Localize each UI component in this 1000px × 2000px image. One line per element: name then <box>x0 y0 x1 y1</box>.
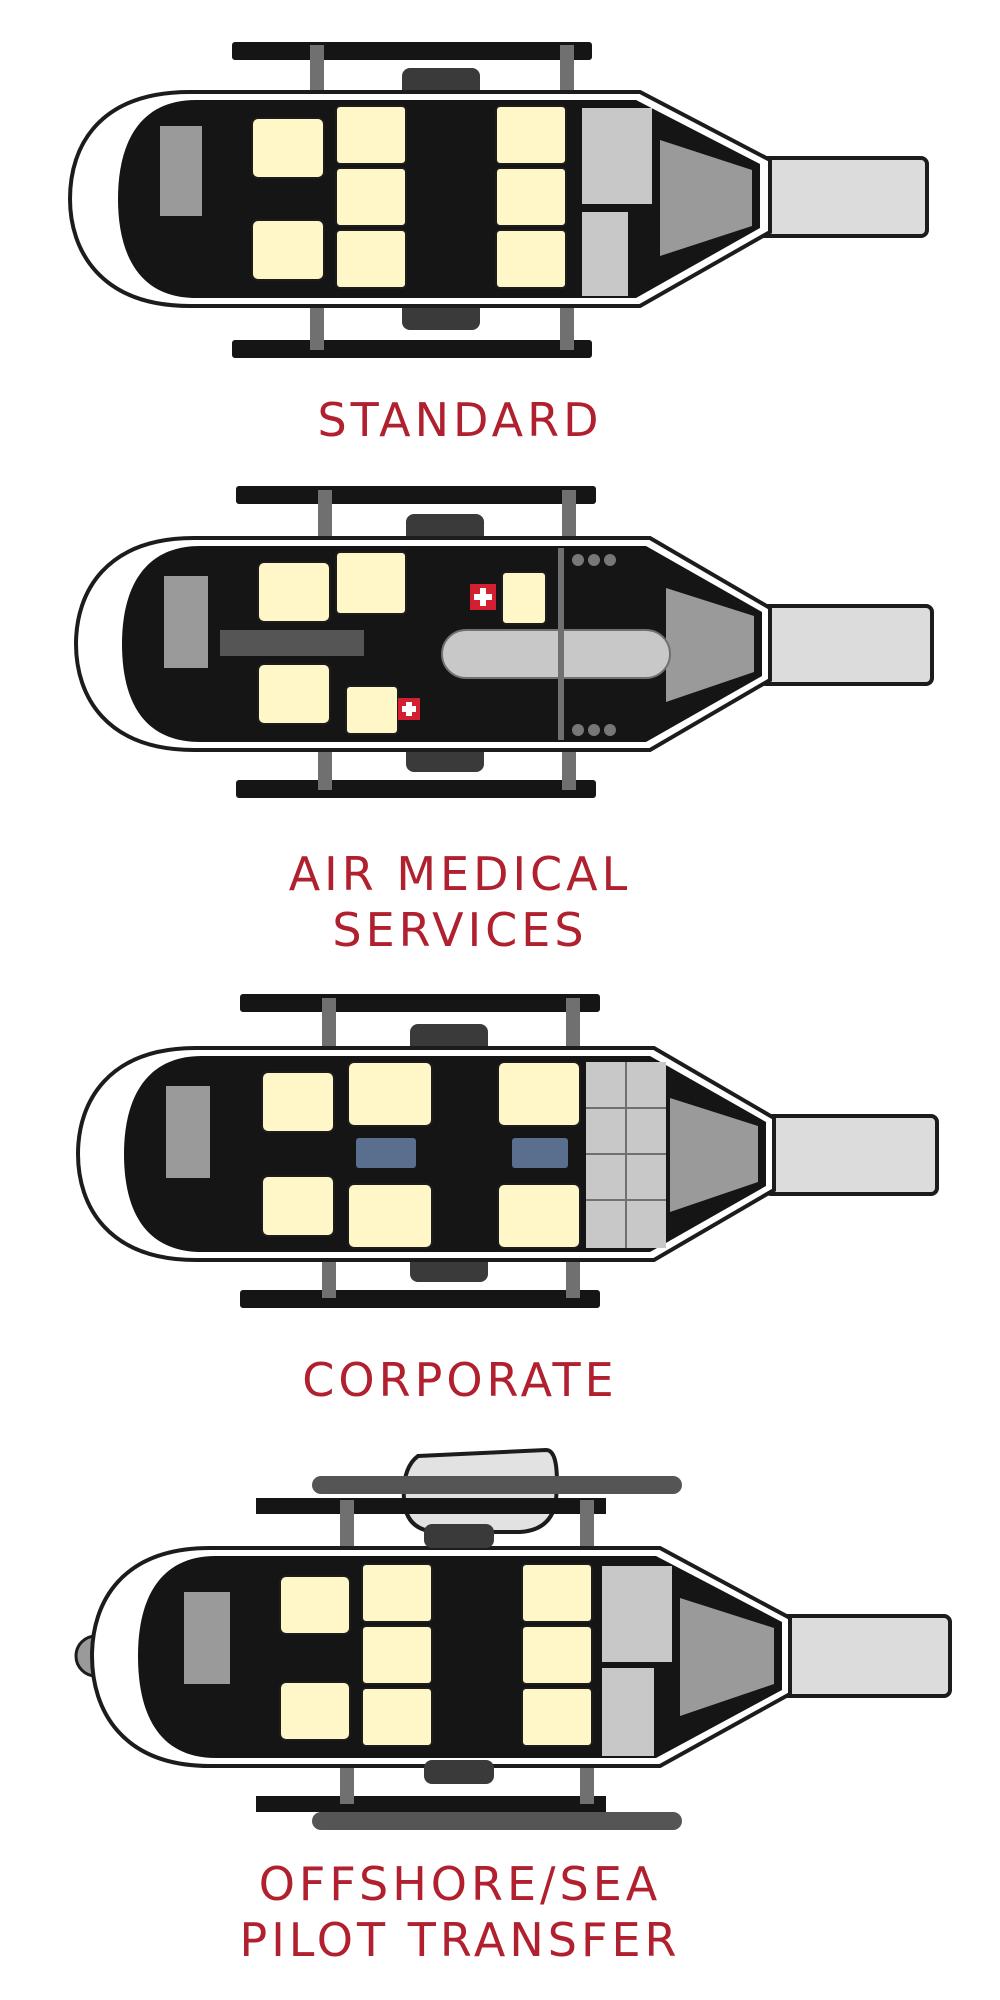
label-offshore-line1: OFFSHORE/SEA <box>258 1857 662 1911</box>
helicopter-offshore-diagram <box>74 1447 952 1830</box>
config-standard: STANDARD <box>0 0 1000 470</box>
tail-boom <box>753 156 929 238</box>
config-corporate: CORPORATE <box>0 990 1000 1440</box>
medical-cross-icon <box>398 698 420 720</box>
table <box>512 1138 568 1168</box>
helicopter-air-medical-diagram <box>73 486 934 798</box>
table <box>356 1138 416 1168</box>
tail-boom <box>763 1114 939 1196</box>
console <box>582 108 652 204</box>
seats <box>261 1061 581 1249</box>
helicopter-standard-diagram <box>67 42 929 358</box>
aft-bench <box>160 126 202 216</box>
label-air-medical-line2: SERVICES <box>332 903 588 957</box>
seats <box>279 1563 593 1747</box>
label-standard: STANDARD <box>317 393 603 447</box>
skid-top <box>232 42 592 60</box>
seats <box>257 551 547 735</box>
label-corporate: CORPORATE <box>302 1353 618 1407</box>
helicopter-corporate-diagram <box>75 994 939 1308</box>
config-offshore: OFFSHORE/SEA PILOT TRANSFER <box>0 1440 1000 2000</box>
label-air-medical-line1: AIR MEDICAL <box>288 847 632 901</box>
label-offshore-line2: PILOT TRANSFER <box>239 1913 681 1967</box>
cockpit-panel <box>660 140 752 256</box>
medical-cross-icon <box>470 584 496 610</box>
tail-boom <box>776 1614 952 1698</box>
tail-boom <box>758 604 934 686</box>
stretcher <box>441 629 671 679</box>
seats <box>251 105 567 289</box>
config-air-medical: AIR MEDICAL SERVICES <box>0 480 1000 1000</box>
skid-bottom <box>232 340 592 358</box>
